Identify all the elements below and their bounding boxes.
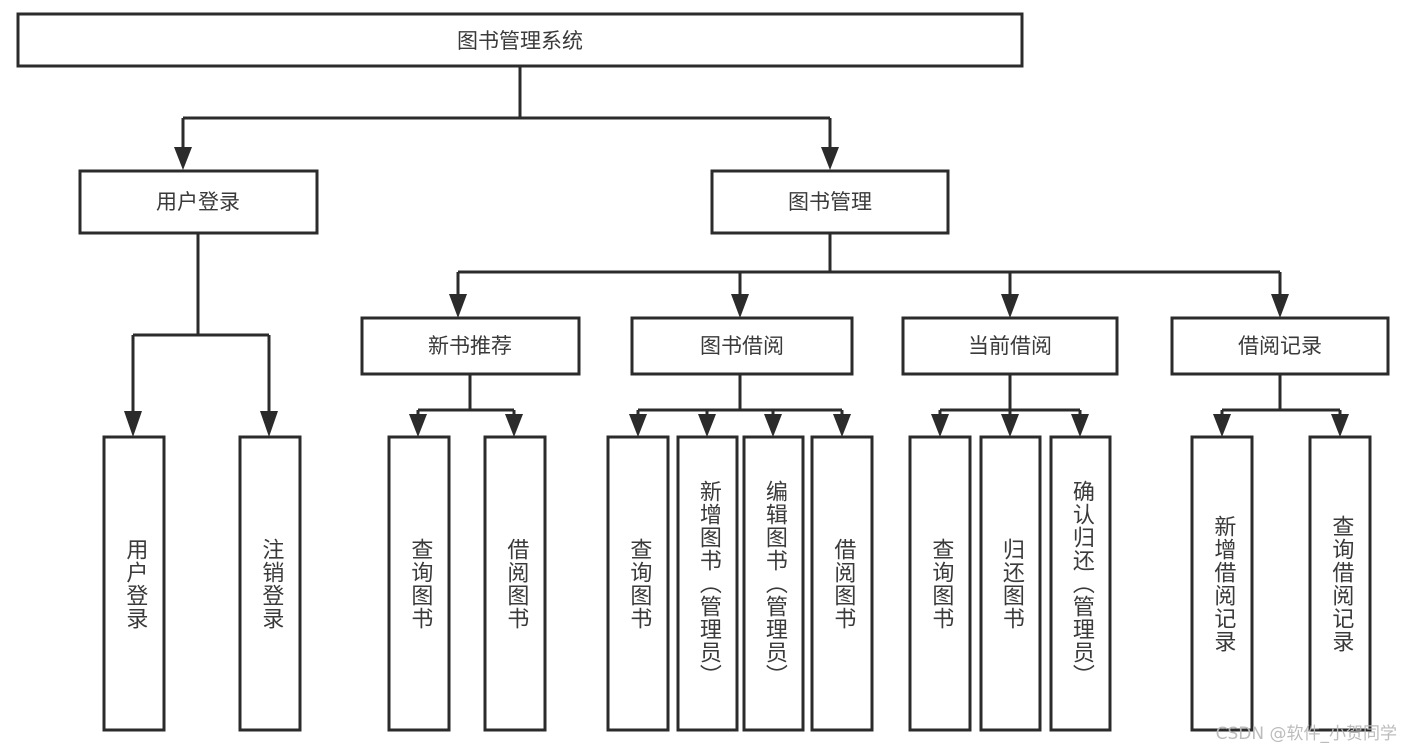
- node-book-borrow[interactable]: [630, 316, 854, 376]
- node-borrow-records[interactable]: [1170, 316, 1390, 376]
- connector-borrow-to-leaves: [629, 374, 851, 437]
- node-borrow-records-label: 借阅记录: [1238, 334, 1322, 358]
- leaf-box-add-borrow-record[interactable]: [1190, 435, 1254, 732]
- node-book-management[interactable]: [710, 169, 950, 235]
- leaf-box-user-login[interactable]: [102, 435, 166, 732]
- node-new-book-recommend[interactable]: [360, 316, 581, 376]
- leaf-box-borrow-book-recommend[interactable]: [483, 435, 547, 732]
- node-user-login[interactable]: [78, 169, 319, 235]
- node-book-borrow-label: 图书借阅: [700, 334, 784, 358]
- leaf-box-query-book-borrow[interactable]: [606, 435, 670, 732]
- node-new-book-recommend-label: 新书推荐: [428, 334, 512, 358]
- leaf-box-logout[interactable]: [238, 435, 302, 732]
- leaf-box-borrow-book[interactable]: [810, 435, 874, 732]
- node-root-system[interactable]: [16, 12, 1024, 68]
- leaf-box-query-borrow-record[interactable]: [1308, 435, 1372, 732]
- connector-newbook-to-leaves: [409, 374, 523, 437]
- connector-bookmgmt-to-level3: [449, 233, 1289, 318]
- leaf-box-query-book-recommend[interactable]: [387, 435, 451, 732]
- connector-userlogin-to-leaves: [124, 233, 278, 437]
- node-root-system-label: 图书管理系统: [457, 29, 583, 53]
- leaf-box-query-book-current[interactable]: [908, 435, 972, 732]
- node-current-borrow-label: 当前借阅: [968, 334, 1052, 358]
- node-current-borrow[interactable]: [901, 316, 1119, 376]
- connector-records-to-leaves: [1213, 374, 1349, 437]
- leaf-box-return-book[interactable]: [979, 435, 1042, 732]
- csdn-watermark: CSDN @软件_小贺同学: [1215, 724, 1397, 744]
- leaf-box-add-book-admin[interactable]: [676, 435, 739, 732]
- node-user-login-label: 用户登录: [156, 190, 240, 214]
- connector-root-to-level2: [174, 66, 839, 170]
- leaf-box-edit-book-admin[interactable]: [742, 435, 805, 732]
- node-book-management-label: 图书管理: [788, 190, 872, 214]
- leaf-box-confirm-return-admin[interactable]: [1049, 435, 1112, 732]
- connector-current-to-leaves: [931, 374, 1089, 437]
